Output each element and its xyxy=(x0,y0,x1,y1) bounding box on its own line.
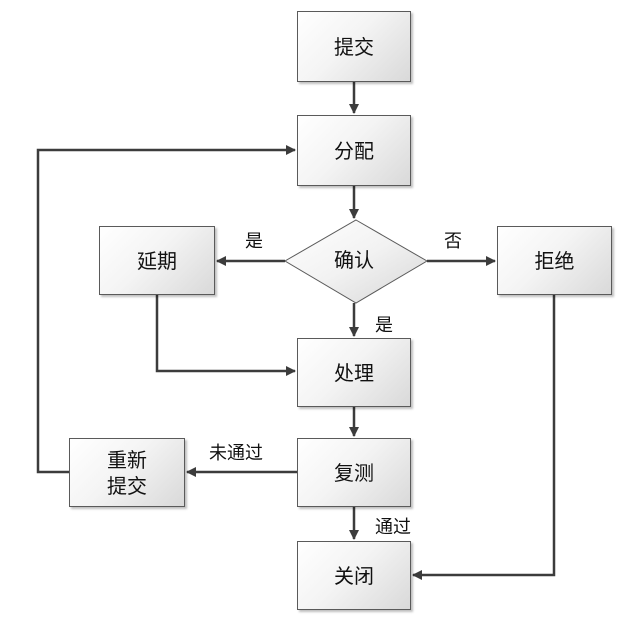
edge-label-pass: 通过 xyxy=(375,517,411,538)
node-assign-label: 分配 xyxy=(334,138,374,163)
node-delay: 延期 xyxy=(99,226,215,295)
decision-confirm-label: 确认 xyxy=(334,248,374,272)
node-process-label: 处理 xyxy=(334,360,374,385)
edge-label-no-reject: 否 xyxy=(444,231,462,252)
edge-delay-process xyxy=(155,295,296,376)
edge-label-yes-process: 是 xyxy=(375,315,393,336)
node-process: 处理 xyxy=(297,338,411,407)
node-close: 关闭 xyxy=(297,541,411,610)
edge-label-not-pass: 未通过 xyxy=(209,443,263,464)
node-retest: 复测 xyxy=(297,438,411,507)
node-retest-label: 复测 xyxy=(334,460,374,485)
node-submit-label: 提交 xyxy=(334,34,374,59)
node-delay-label: 延期 xyxy=(137,248,177,273)
node-close-label: 关闭 xyxy=(334,563,374,588)
node-assign: 分配 xyxy=(297,115,411,186)
edge-label-yes-delay: 是 xyxy=(245,231,263,252)
decision-diamond-confirm xyxy=(284,219,428,304)
node-reject-label: 拒绝 xyxy=(534,248,575,273)
edge-reject-close xyxy=(412,295,556,580)
node-reject: 拒绝 xyxy=(497,226,612,295)
node-submit: 提交 xyxy=(297,11,411,82)
node-resubmit-label-line2: 提交 xyxy=(107,473,147,498)
node-resubmit-label-line1: 重新 xyxy=(107,447,147,472)
node-resubmit: 重新 提交 xyxy=(69,438,185,507)
edge-resubmit-assign xyxy=(36,145,296,474)
